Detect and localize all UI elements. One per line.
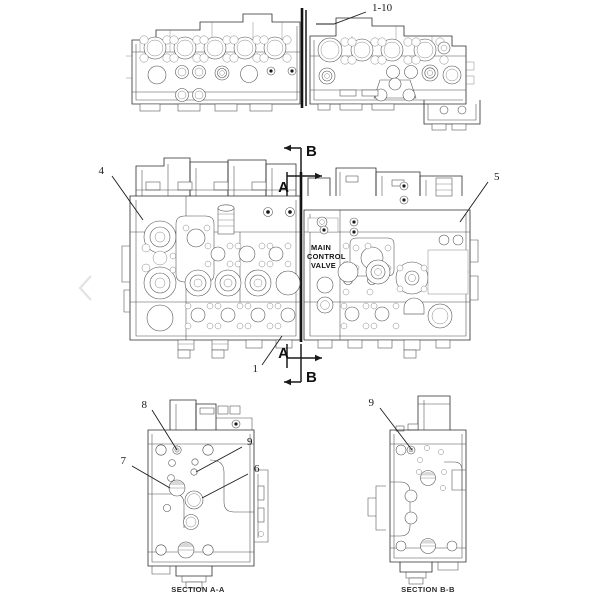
top-left-block — [126, 13, 301, 112]
section-mark-b-bottom-label: B — [306, 369, 317, 386]
callout-6-label: 6 — [254, 463, 260, 475]
section-mark-a-top-label: A — [278, 179, 289, 196]
main-control-valve-view: MAIN CONTROL VALVE — [99, 143, 501, 386]
chevron-left-icon[interactable] — [78, 275, 92, 301]
callout-4: 4 — [99, 165, 144, 221]
callout-1-10-label: 1-10 — [372, 2, 393, 14]
mcv-title-line-3: VALVE — [311, 261, 336, 270]
callout-4-label: 4 — [99, 165, 105, 177]
callout-9-bb-label: 9 — [369, 397, 375, 409]
section-marker-b-top: B — [284, 143, 317, 172]
callout-1: 1 — [253, 335, 283, 375]
section-mark-a-bottom-label: A — [278, 345, 289, 362]
callout-9-aa: 9 — [195, 436, 253, 473]
section-mark-b-top-label: B — [306, 143, 317, 160]
callout-9-aa-label: 9 — [247, 436, 253, 448]
top-right-block — [309, 17, 481, 131]
section-bb-caption: SECTION B-B — [401, 585, 455, 594]
callout-9-bb: 9 — [369, 397, 413, 451]
mcv-left-half — [121, 157, 301, 359]
mcv-title-line-1: MAIN — [311, 243, 331, 252]
section-marker-b-bottom: B — [284, 344, 317, 386]
callout-8-label: 8 — [142, 399, 148, 411]
top-assembly-view: 1-10 — [126, 2, 481, 131]
section-marker-a-bottom: A — [278, 344, 322, 368]
section-a-a-view: 8 9 7 6 SECTION A-A — [121, 399, 269, 594]
callout-7: 7 — [121, 455, 171, 489]
mcv-right-half: MAIN CONTROL VALVE — [303, 167, 479, 359]
callout-1-label: 1 — [253, 363, 259, 375]
mcv-title-line-2: CONTROL — [307, 252, 346, 261]
callout-6: 6 — [201, 463, 260, 499]
section-aa-caption: SECTION A-A — [171, 585, 225, 594]
section-marker-a-top: A — [278, 172, 322, 196]
section-b-b-view: 9 SECTION B-B — [367, 395, 467, 594]
callout-5-label: 5 — [494, 171, 500, 183]
callout-7-label: 7 — [121, 455, 127, 467]
callout-8: 8 — [142, 399, 178, 451]
callout-1-10: 1-10 — [316, 2, 393, 25]
callout-5: 5 — [459, 171, 500, 223]
